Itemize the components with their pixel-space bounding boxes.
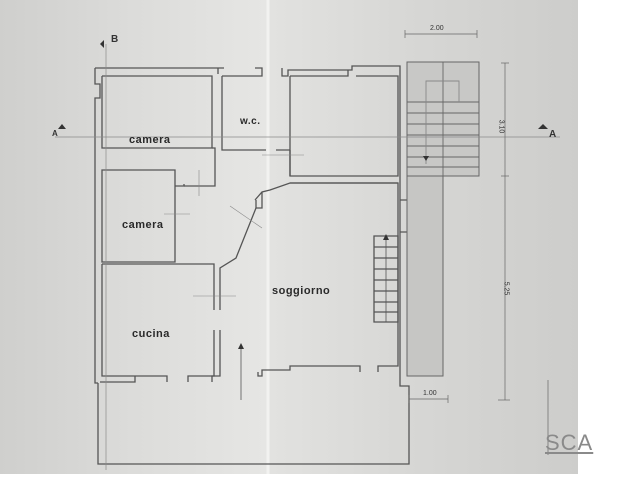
- room-label-wc: w.c.: [240, 116, 261, 127]
- paper-left-page: [0, 0, 268, 474]
- section-a-left-arrow-icon: [58, 124, 66, 129]
- dimension-stair-width: 2.00: [430, 25, 444, 32]
- section-marker-a-right: A: [549, 129, 557, 140]
- room-label-cucina: cucina: [132, 328, 170, 340]
- section-marker-b: B: [111, 34, 119, 45]
- dimension-side-length: 5.25: [502, 281, 510, 296]
- room-label-camera-1: camera: [129, 134, 171, 146]
- inner-stair-up-arrow-icon: [383, 234, 389, 240]
- section-b-arrow-icon: [100, 40, 104, 48]
- dimension-walkway-width: 1.00: [423, 390, 437, 397]
- dimension-stair-height: 3.10: [497, 119, 505, 134]
- section-a-right-arrow-icon: [538, 124, 548, 129]
- section-marker-a-left: A: [52, 129, 58, 138]
- scale-label: SCA: [545, 430, 594, 455]
- stair-down-arrow-icon: [423, 156, 429, 161]
- room-label-soggiorno: soggiorno: [272, 285, 331, 297]
- entrance-arrow-icon: [238, 343, 244, 349]
- room-label-camera-2: camera: [122, 219, 164, 231]
